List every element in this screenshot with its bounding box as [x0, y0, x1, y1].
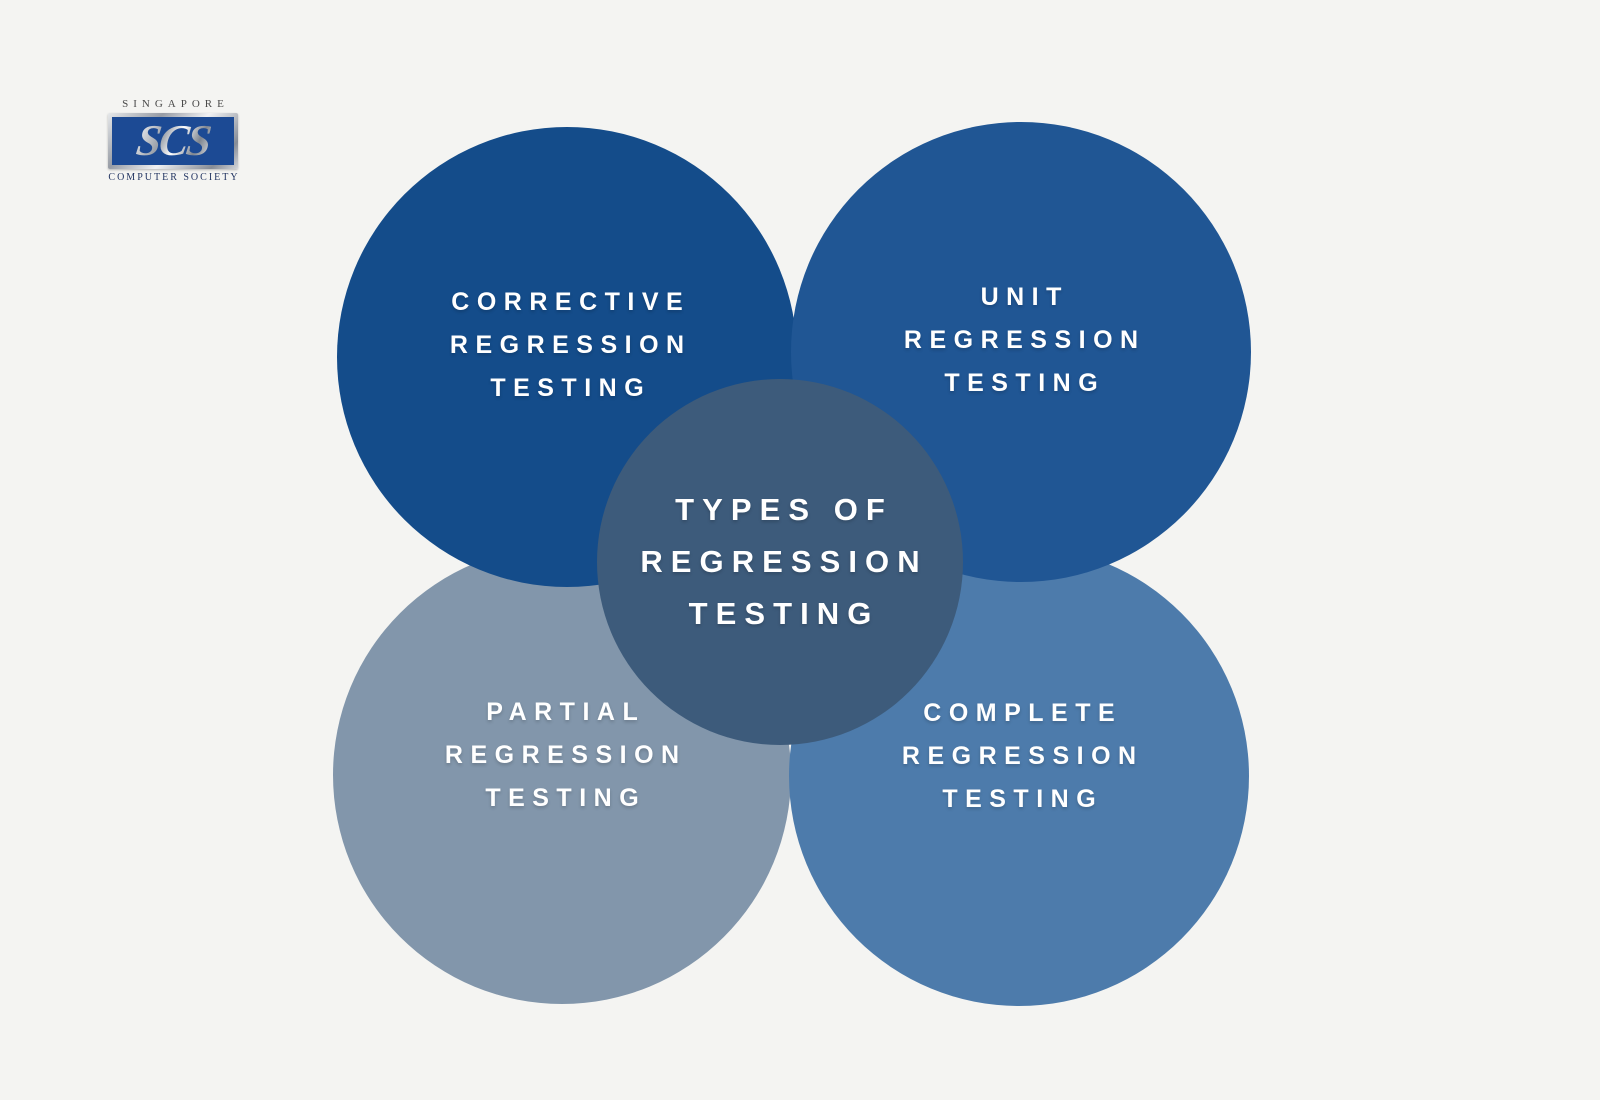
circle-label-partial: PARTIAL REGRESSION TESTING	[437, 691, 686, 820]
label-line: PARTIAL	[486, 697, 646, 726]
title-line: TESTING	[688, 596, 880, 631]
logo-computer-society-text: COMPUTER SOCIETY	[108, 172, 240, 183]
circle-label-unit: UNIT REGRESSION TESTING	[896, 276, 1145, 405]
label-line: REGRESSION	[444, 740, 687, 769]
title-line: TYPES OF	[675, 492, 893, 527]
circle-label-complete: COMPLETE REGRESSION TESTING	[894, 692, 1143, 821]
label-line: REGRESSION	[901, 741, 1144, 770]
logo-scs-acronym: SCS	[133, 117, 213, 165]
label-line: REGRESSION	[903, 325, 1146, 354]
circle-types-of-regression-testing: TYPES OF REGRESSION TESTING	[597, 379, 963, 745]
label-line: CORRECTIVE	[451, 287, 691, 316]
circle-label-corrective: CORRECTIVE REGRESSION TESTING	[442, 281, 691, 410]
logo-singapore-text: SINGAPORE	[122, 98, 229, 110]
diagram-title: TYPES OF REGRESSION TESTING	[632, 484, 927, 640]
scs-logo: SINGAPORE SCS COMPUTER SOCIETY	[100, 98, 246, 183]
logo-emblem-frame: SCS	[108, 113, 238, 169]
logo-emblem-panel: SCS	[112, 117, 234, 165]
label-line: TESTING	[490, 373, 652, 402]
label-line: TESTING	[942, 784, 1104, 813]
label-line: UNIT	[980, 282, 1069, 311]
label-line: TESTING	[944, 368, 1106, 397]
label-line: TESTING	[485, 783, 647, 812]
title-line: REGRESSION	[640, 544, 928, 579]
label-line: REGRESSION	[449, 330, 692, 359]
label-line: COMPLETE	[923, 698, 1123, 727]
